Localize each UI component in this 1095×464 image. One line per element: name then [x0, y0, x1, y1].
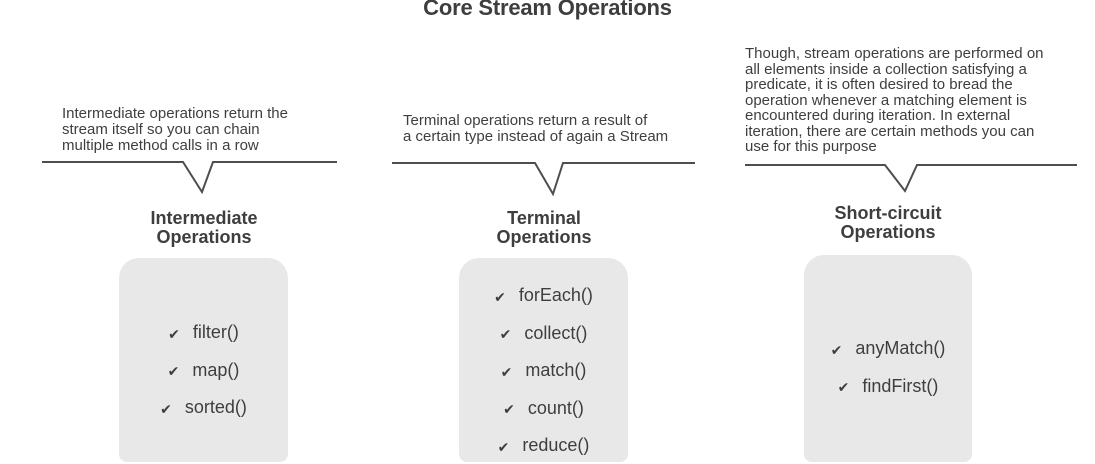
operation-label: collect()	[524, 322, 588, 343]
operation-row: ✔ findFirst()	[804, 368, 972, 406]
page-title: Core Stream Operations	[423, 0, 672, 20]
short-circuit-description: Though, stream operations are performed …	[745, 45, 1044, 155]
operation-label: anyMatch()	[855, 338, 946, 359]
check-icon: ✔	[160, 400, 172, 417]
check-icon: ✔	[837, 379, 850, 396]
check-icon: ✔	[167, 363, 180, 380]
check-icon: ✔	[499, 326, 512, 343]
intermediate-description: Intermediate operations return the strea…	[62, 105, 288, 154]
operations-list: ✔ forEach() ✔ collect() ✔ match() ✔ coun…	[459, 258, 628, 464]
brace-pointer-icon	[745, 164, 1077, 193]
check-icon: ✔	[500, 363, 513, 380]
operation-row: ✔ sorted()	[119, 389, 288, 427]
check-icon: ✔	[830, 341, 843, 358]
operation-label: sorted()	[184, 397, 247, 418]
check-icon: ✔	[494, 288, 506, 305]
operation-row: ✔ anyMatch()	[804, 330, 972, 368]
short-circuit-operations-box: ✔ anyMatch() ✔ findFirst()	[804, 255, 972, 462]
operation-row: ✔ forEach()	[459, 277, 628, 315]
terminal-operations-box: ✔ forEach() ✔ collect() ✔ match() ✔ coun…	[459, 258, 628, 462]
operation-label: forEach()	[518, 285, 593, 306]
operations-list: ✔ anyMatch() ✔ findFirst()	[804, 255, 972, 405]
check-icon: ✔	[168, 325, 180, 342]
check-icon: ✔	[497, 438, 510, 455]
operations-list: ✔ filter() ✔ map() ✔ sorted()	[119, 258, 288, 427]
operation-label: findFirst()	[862, 375, 939, 396]
operation-label: map()	[192, 359, 240, 380]
brace-pointer-icon	[392, 162, 695, 196]
intermediate-heading: Intermediate Operations	[150, 208, 258, 247]
operation-row: ✔ filter()	[119, 314, 288, 352]
operation-row: ✔ reduce()	[459, 427, 628, 464]
intermediate-operations-box: ✔ filter() ✔ map() ✔ sorted()	[119, 258, 288, 462]
operation-row: ✔ collect()	[459, 315, 628, 353]
operation-row: ✔ count()	[459, 390, 628, 428]
terminal-heading: Terminal Operations	[496, 208, 592, 247]
brace-pointer-icon	[42, 161, 337, 194]
check-icon: ✔	[503, 401, 515, 418]
short-circuit-heading: Short-circuit Operations	[834, 203, 942, 242]
operation-label: count()	[527, 397, 584, 418]
terminal-description: Terminal operations return a result of a…	[403, 112, 669, 145]
operation-row: ✔ map()	[119, 352, 288, 390]
operation-label: match()	[525, 360, 587, 381]
operation-label: filter()	[192, 322, 239, 343]
operation-label: reduce()	[522, 435, 590, 456]
operation-row: ✔ match()	[459, 352, 628, 390]
